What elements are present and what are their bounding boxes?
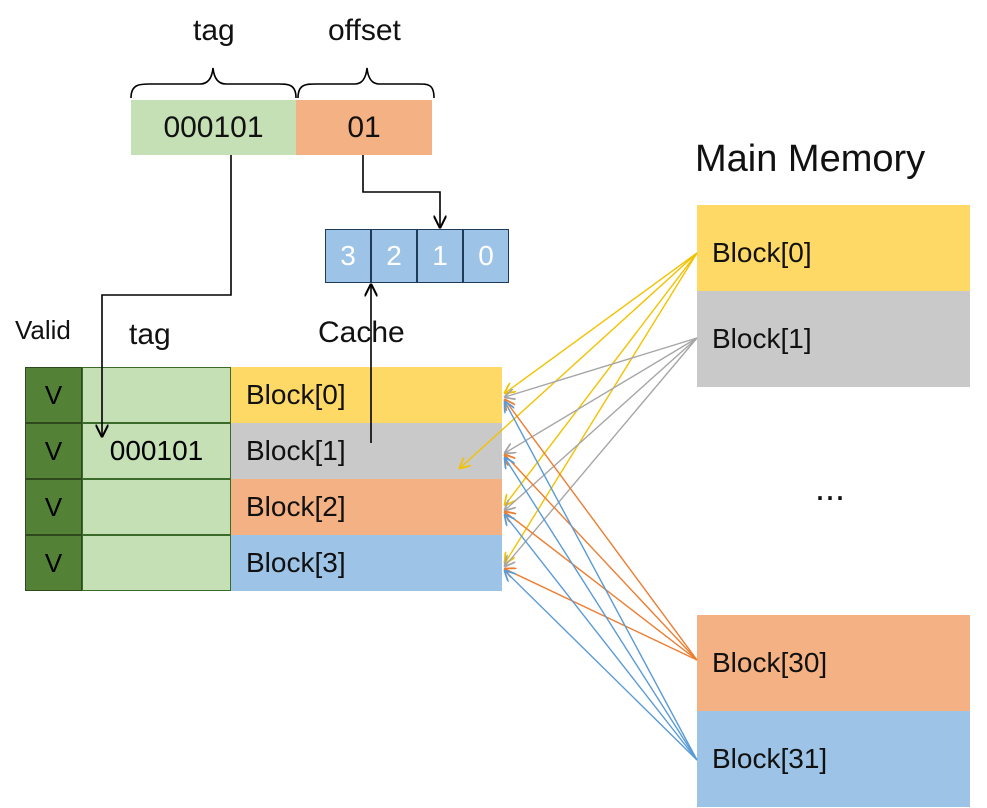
tag-cell-2 bbox=[82, 479, 231, 535]
valid-bit-3: V bbox=[25, 535, 82, 591]
word-bit-2: 2 bbox=[371, 229, 417, 283]
tag-cell-3 bbox=[82, 535, 231, 591]
address-offset-value: 01 bbox=[296, 100, 432, 155]
memory-block-0: Block[0] bbox=[697, 205, 970, 301]
memory-block-1: Block[1] bbox=[697, 291, 970, 387]
valid-column-header: Valid bbox=[15, 315, 71, 345]
tag-cell-0 bbox=[82, 367, 231, 423]
offset-field-label: offset bbox=[328, 14, 401, 47]
valid-bit-1: V bbox=[25, 423, 82, 479]
cache-block-3: Block[3] bbox=[231, 535, 502, 591]
block31-mapping-arrows bbox=[505, 402, 698, 761]
tag-column-header: tag bbox=[129, 318, 171, 351]
offset-brace bbox=[297, 67, 435, 99]
block30-mapping-arrows bbox=[505, 400, 698, 661]
address-tag-value: 000101 bbox=[131, 100, 296, 155]
offset-select-arrow bbox=[362, 155, 440, 227]
memory-block-30: Block[30] bbox=[697, 615, 970, 711]
tag-cell-1: 000101 bbox=[82, 423, 231, 479]
word-bit-0: 0 bbox=[463, 229, 509, 283]
valid-bit-2: V bbox=[25, 479, 82, 535]
block1-mapping-arrows bbox=[505, 337, 698, 566]
tag-brace bbox=[130, 67, 297, 99]
valid-bit-0: V bbox=[25, 367, 82, 423]
cache-title: Cache bbox=[318, 316, 405, 349]
tag-field-label: tag bbox=[193, 14, 235, 47]
main-memory-title: Main Memory bbox=[695, 138, 926, 180]
memory-block-31: Block[31] bbox=[697, 711, 970, 807]
cache-block-2: Block[2] bbox=[231, 479, 502, 535]
memory-ellipsis: ... bbox=[815, 467, 846, 508]
word-bit-3: 3 bbox=[325, 229, 371, 283]
cache-block-0: Block[0] bbox=[231, 367, 502, 423]
cache-block-1: Block[1] bbox=[231, 423, 502, 479]
word-bit-1: 1 bbox=[417, 229, 463, 283]
